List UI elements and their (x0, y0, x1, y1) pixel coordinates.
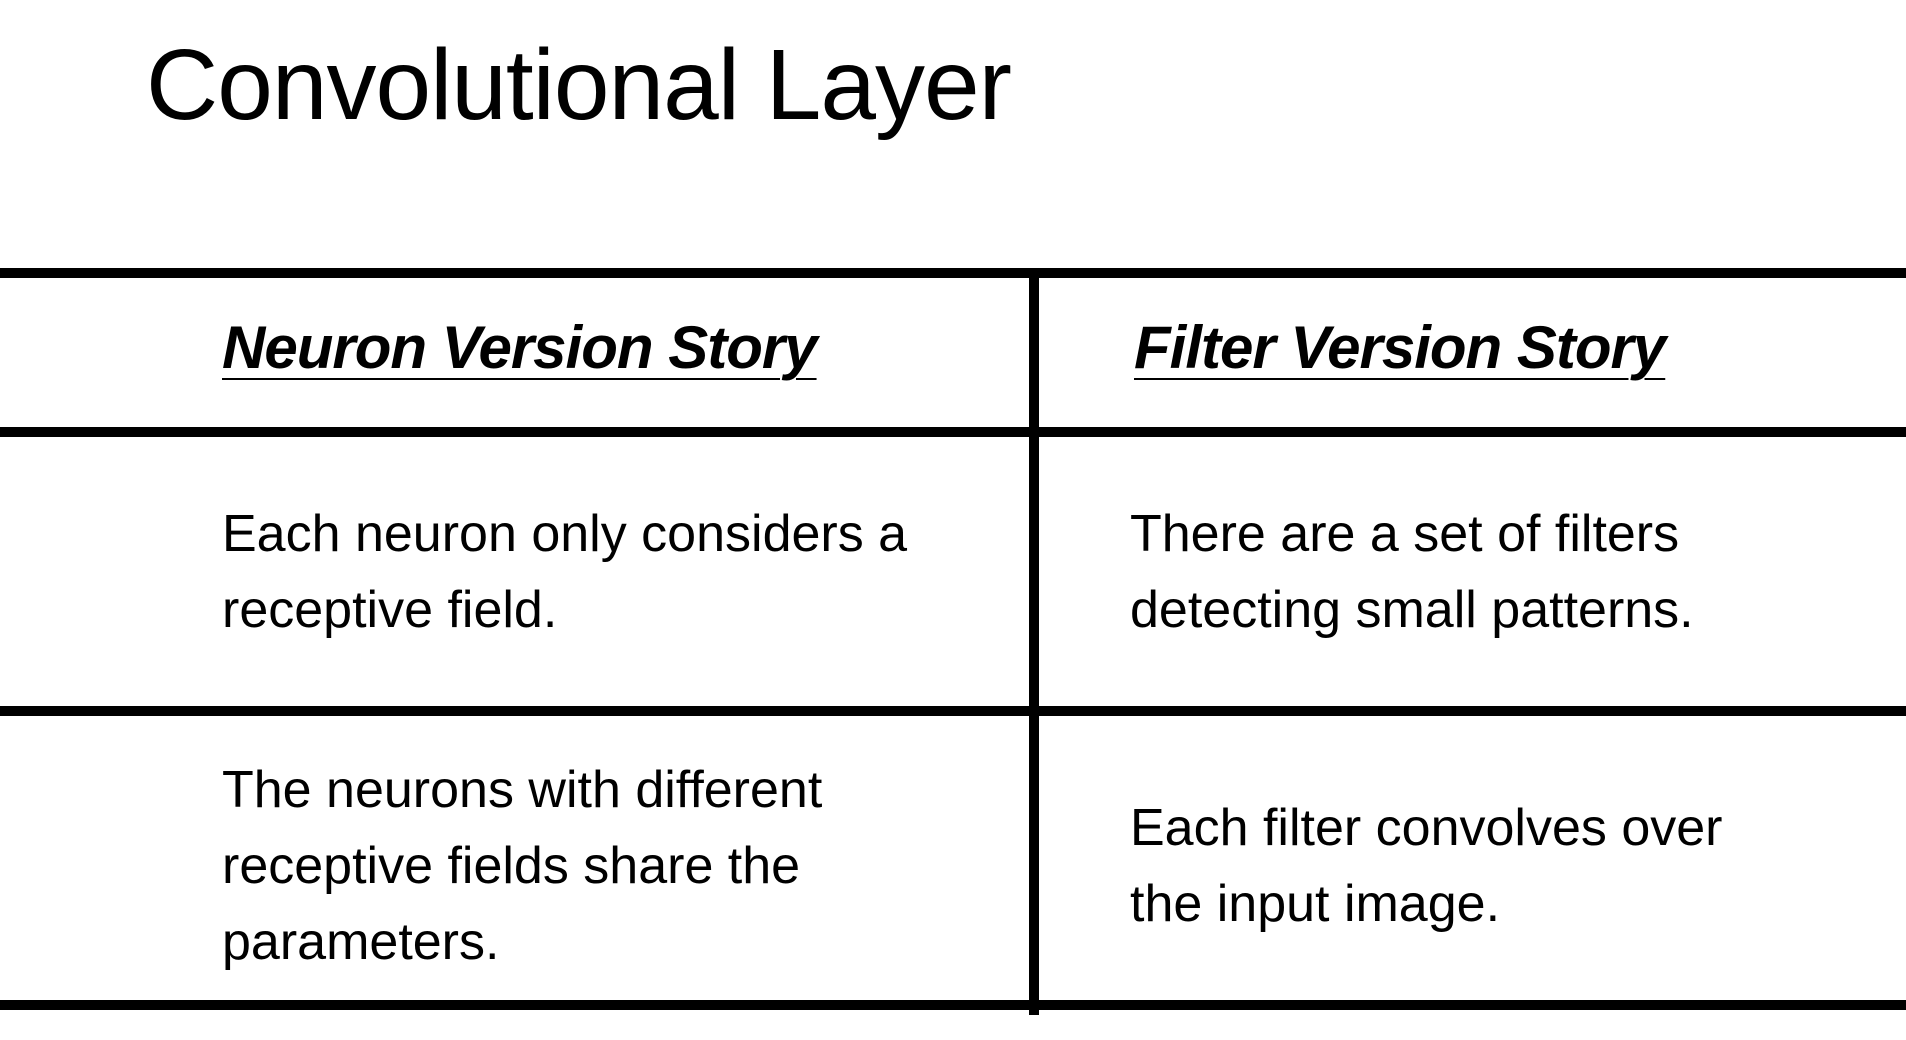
table-cell: There are a set of filters detecting sma… (1130, 505, 1694, 639)
slide-title: Convolutional Layer (146, 29, 1012, 141)
column-divider (1029, 273, 1039, 1015)
header-divider (0, 427, 1906, 437)
table-cell: Each neuron only considers a receptive f… (222, 505, 908, 639)
table-cell: The neurons with different receptive fie… (222, 761, 823, 971)
header-neuron-version: Neuron Version Story (222, 314, 818, 381)
table-cell: Each filter convolves over the input ima… (1130, 799, 1723, 933)
table-top-border (0, 268, 1906, 278)
header-filter-version: Filter Version Story (1134, 314, 1666, 381)
row-divider (0, 706, 1906, 716)
table-bottom-border (0, 1000, 1906, 1010)
